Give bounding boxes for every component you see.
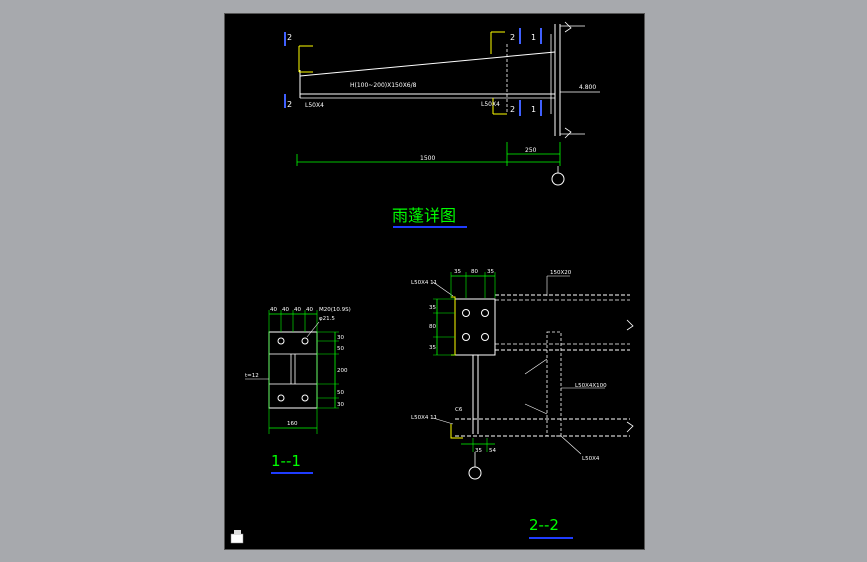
bolt-hole bbox=[277, 394, 285, 402]
axis-bubble-bottom bbox=[468, 466, 482, 480]
span-total-dim: 1500 bbox=[420, 155, 435, 162]
dim-right-3: 200 bbox=[337, 368, 348, 374]
axis-bubble-top bbox=[551, 172, 565, 186]
dim-top-4: 40 bbox=[306, 307, 313, 313]
section-1-title: 1--1 bbox=[271, 452, 301, 470]
angle-note-right: L50X4 bbox=[582, 456, 600, 462]
beam-label: H(100~200)X150X6/8 bbox=[350, 82, 417, 89]
section-2-title: 2--2 bbox=[529, 516, 559, 534]
dim-right-1: 30 bbox=[337, 335, 344, 341]
section-mark-left-top: 2 bbox=[287, 33, 292, 42]
dim-left-a: 35 bbox=[429, 305, 436, 311]
angle-label-left: L50X4 bbox=[305, 102, 324, 109]
end-plate-outline bbox=[268, 331, 318, 409]
hole-note: φ21.5 bbox=[319, 316, 335, 322]
cad-drawing: 4.800 2 2 2 2 1 1 H(100~200)X150X6/8 L50… bbox=[230, 21, 634, 544]
bolt bbox=[462, 333, 470, 341]
dim-right-5: 30 bbox=[337, 402, 344, 408]
section-mark-right-top: 2 bbox=[510, 33, 515, 42]
bolt bbox=[481, 309, 489, 317]
bolt-group bbox=[462, 309, 489, 341]
dim-bottom: 160 bbox=[287, 421, 298, 427]
connection-plate bbox=[454, 298, 496, 356]
dim-top-1: 40 bbox=[270, 307, 277, 313]
section-mark-one-top: 1 bbox=[531, 33, 536, 42]
plate-thickness-note: t=12 bbox=[245, 373, 259, 379]
left-end-angle bbox=[298, 45, 313, 73]
dim-right-2: 50 bbox=[337, 346, 344, 352]
dim-right-4: 50 bbox=[337, 390, 344, 396]
dim-left-c: 35 bbox=[429, 345, 436, 351]
stiffener-note: L50X4X100 bbox=[575, 383, 607, 389]
section-1-1: 40 40 40 40 M20(10.9S) φ21.5 30 50 200 5… bbox=[245, 307, 351, 434]
cad-cursor-icon bbox=[230, 530, 244, 544]
main-title: 雨蓬详图 bbox=[392, 206, 456, 225]
dim-top-a: 35 bbox=[454, 269, 461, 275]
bolt-hole bbox=[301, 394, 309, 402]
section-mark-one-bottom: 1 bbox=[531, 105, 536, 114]
right-end-angle bbox=[490, 31, 507, 115]
dim-top-b: 80 bbox=[471, 269, 478, 275]
dim-top-2: 40 bbox=[282, 307, 289, 313]
angle-note-top: L50X4 11 bbox=[411, 280, 437, 286]
weld-note: C6 bbox=[455, 407, 463, 413]
stiffener bbox=[546, 331, 562, 437]
beam-section-note: 150X20 bbox=[550, 270, 572, 276]
section-mark-right-bottom: 2 bbox=[510, 105, 515, 114]
bolt-hole bbox=[277, 337, 285, 345]
dim-left-b: 80 bbox=[429, 324, 436, 330]
dim-top-c: 35 bbox=[487, 269, 494, 275]
drawing-sheet: 4.800 2 2 2 2 1 1 H(100~200)X150X6/8 L50… bbox=[224, 13, 645, 550]
bolt-hole bbox=[301, 337, 309, 345]
angle-note-bottom: L50X4 11 bbox=[411, 415, 437, 421]
elevation-view: 4.800 2 2 2 2 1 1 H(100~200)X150X6/8 L50… bbox=[284, 21, 600, 186]
bolt-holes bbox=[277, 337, 309, 402]
dim-top-3: 40 bbox=[294, 307, 301, 313]
section-mark-left-bottom: 2 bbox=[287, 100, 292, 109]
span-right-dim: 250 bbox=[525, 147, 537, 154]
section-2-2: 35 80 35 L50X4 11 150X20 35 80 35 L50X4X… bbox=[411, 269, 634, 480]
elevation-mark: 4.800 bbox=[579, 84, 596, 91]
beam-top-flange bbox=[299, 51, 556, 77]
angle-label-right: L50X4 bbox=[481, 101, 500, 108]
bolt-note: M20(10.9S) bbox=[319, 307, 351, 313]
dim-bottom-a: 35 bbox=[475, 448, 482, 454]
dim-bottom-b: 54 bbox=[489, 448, 496, 454]
bolt bbox=[462, 309, 470, 317]
bolt bbox=[481, 333, 489, 341]
